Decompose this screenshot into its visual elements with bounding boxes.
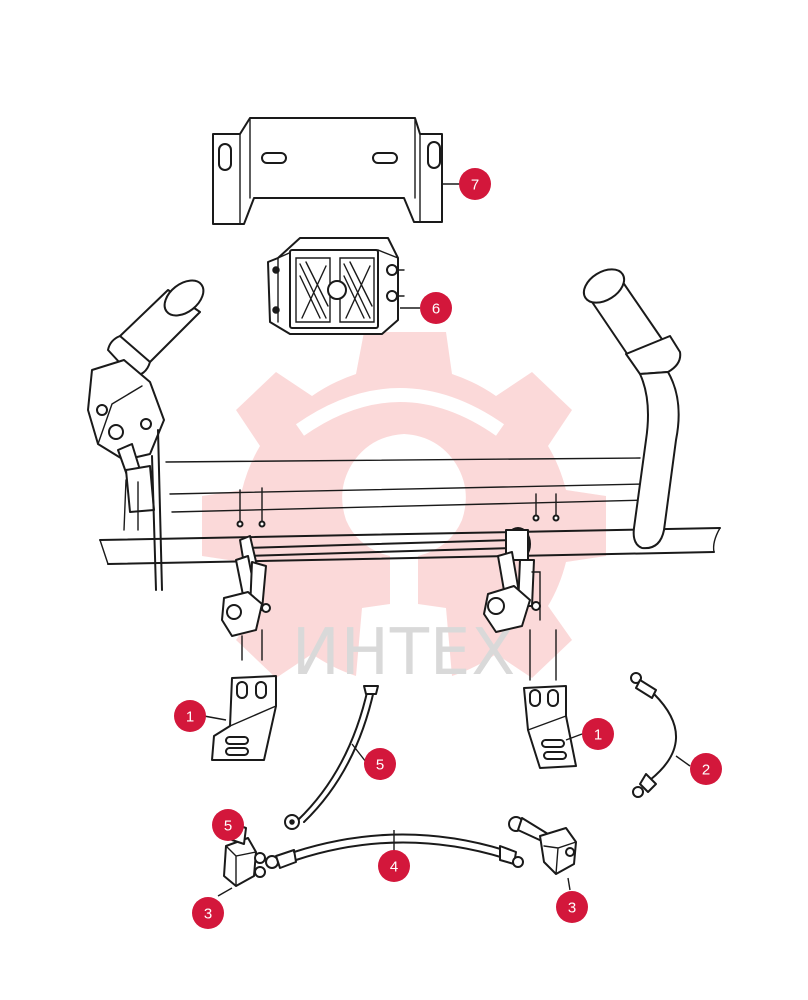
callout-label: 1 bbox=[594, 727, 602, 744]
callout-5: 1 bbox=[582, 718, 614, 750]
callout-circle bbox=[690, 753, 722, 785]
callout-9: 3 bbox=[192, 897, 224, 929]
mounting-bracket-part bbox=[212, 117, 443, 225]
callout-8: 4 bbox=[378, 850, 410, 882]
watermark-swoosh bbox=[295, 388, 505, 436]
callout-7: 5 bbox=[212, 809, 244, 841]
right-switch-arm bbox=[483, 551, 557, 681]
callout-badges: 7 6 1 5 1 2 5 4 3 3 bbox=[174, 168, 722, 929]
ground-cable-part bbox=[630, 672, 677, 798]
callout-circle bbox=[212, 809, 244, 841]
right-handle-grip bbox=[582, 268, 682, 375]
right-switch-bracket-part bbox=[523, 685, 577, 769]
callout-circle bbox=[174, 700, 206, 732]
left-switch-bracket-part bbox=[211, 675, 277, 761]
callout-circle bbox=[364, 748, 396, 780]
upper-cable-part bbox=[284, 685, 379, 830]
callout-label: 5 bbox=[224, 818, 232, 835]
callout-circle bbox=[582, 718, 614, 750]
callout-3: 1 bbox=[174, 700, 206, 732]
main-cable-part bbox=[265, 833, 524, 869]
callout-label: 6 bbox=[432, 301, 440, 318]
left-switch-arm bbox=[221, 555, 271, 661]
callout-label: 5 bbox=[376, 757, 384, 774]
callout-1: 7 bbox=[459, 168, 491, 200]
left-handle-grip bbox=[107, 279, 205, 377]
callout-4: 5 bbox=[364, 748, 396, 780]
right-handle-tube bbox=[632, 371, 680, 550]
right-switch-part bbox=[508, 816, 577, 875]
alarm-grille bbox=[295, 257, 375, 323]
callout-circle bbox=[192, 897, 224, 929]
callout-6: 2 bbox=[690, 753, 722, 785]
callout-label: 2 bbox=[702, 762, 710, 779]
callout-circle bbox=[420, 292, 452, 324]
callout-label: 1 bbox=[186, 709, 194, 726]
callout-label: 4 bbox=[390, 859, 398, 876]
callout-2: 6 bbox=[420, 292, 452, 324]
callout-10: 3 bbox=[556, 891, 588, 923]
left-lever-assembly bbox=[87, 359, 165, 591]
callout-label: 7 bbox=[471, 177, 479, 194]
handlebar-frame bbox=[87, 268, 721, 681]
alarm-unit-part bbox=[267, 237, 405, 335]
callout-label: 3 bbox=[568, 900, 576, 917]
callout-circle bbox=[556, 891, 588, 923]
callout-label: 3 bbox=[204, 906, 212, 923]
callout-circle bbox=[378, 850, 410, 882]
callout-circle bbox=[459, 168, 491, 200]
watermark-text: ИНТЕХ bbox=[292, 616, 516, 690]
